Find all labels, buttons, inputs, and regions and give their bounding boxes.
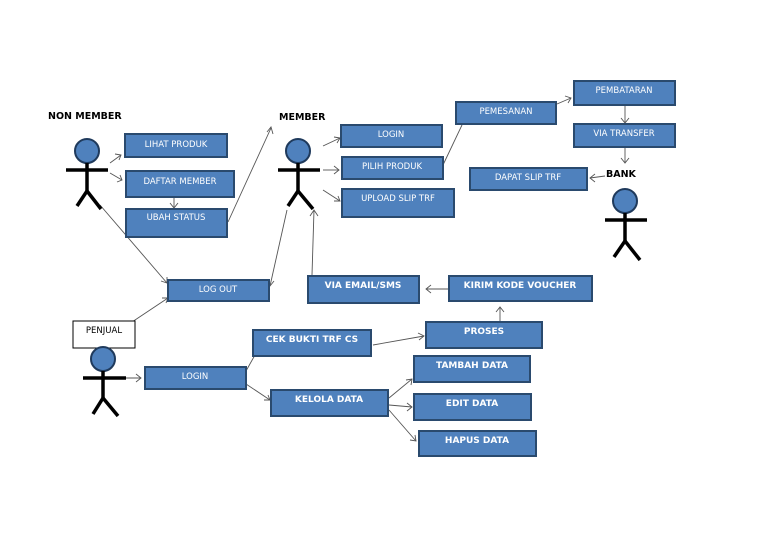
arrowhead bbox=[116, 174, 123, 183]
usecase-hapus-data-label: HAPUS DATA bbox=[445, 436, 509, 446]
connector-member-login bbox=[322, 137, 341, 147]
arrowhead bbox=[425, 284, 432, 294]
actor-label-non-member: NON MEMBER bbox=[48, 111, 122, 122]
arrowhead bbox=[135, 373, 142, 383]
arrowhead bbox=[406, 402, 413, 412]
actor-label-member: MEMBER bbox=[279, 112, 326, 123]
arrowhead bbox=[309, 209, 319, 217]
usecase-via-email-label: VIA EMAIL/SMS bbox=[325, 281, 402, 291]
usecase-tambah-data-label: TAMBAH DATA bbox=[436, 361, 508, 371]
arrowhead bbox=[417, 332, 425, 341]
actor-label-bank: BANK bbox=[606, 169, 637, 180]
connector-ubah-member bbox=[227, 127, 272, 223]
usecase-pilih-produk[interactable]: PILIH PRODUK bbox=[341, 156, 444, 180]
usecase-edit-data[interactable]: EDIT DATA bbox=[413, 393, 532, 421]
usecase-kelola-data[interactable]: KELOLA DATA bbox=[270, 389, 389, 417]
usecase-cek-bukti-trf[interactable]: CEK BUKTI TRF CS bbox=[252, 329, 372, 357]
connector-nonmember-logout bbox=[99, 204, 168, 284]
usecase-log-out[interactable]: LOG OUT bbox=[167, 279, 270, 302]
connector-kelola-hapus bbox=[388, 409, 417, 442]
usecase-daftar-member-label: DAFTAR MEMBER bbox=[143, 177, 216, 187]
connector-login-kelola bbox=[245, 383, 271, 401]
arrowhead bbox=[114, 153, 122, 161]
arrowhead bbox=[333, 165, 340, 175]
connector-nonmember-lihat-produk bbox=[109, 154, 122, 164]
usecase-upload-slip-label: UPLOAD SLIP TRF bbox=[361, 194, 435, 204]
usecase-ubah-status-label: UBAH STATUS bbox=[147, 213, 206, 223]
connector-email-member bbox=[311, 209, 315, 276]
usecase-member-login[interactable]: LOGIN bbox=[340, 124, 443, 148]
usecase-kelola-data-label: KELOLA DATA bbox=[295, 395, 363, 405]
usecase-dapat-slip[interactable]: DAPAT SLIP TRF bbox=[469, 167, 588, 191]
usecase-ubah-status[interactable]: UBAH STATUS bbox=[125, 208, 228, 238]
connector-member-logout bbox=[269, 209, 288, 287]
usecase-member-login-label: LOGIN bbox=[378, 130, 405, 140]
usecase-via-transfer[interactable]: VIA TRANSFER bbox=[573, 123, 676, 148]
connector-pilih-pemesanan bbox=[442, 124, 463, 166]
usecase-penjual-login[interactable]: LOGIN bbox=[144, 366, 247, 390]
connector-member-upload bbox=[322, 189, 341, 202]
usecase-penjual-login-label: LOGIN bbox=[182, 372, 209, 382]
usecase-tambah-data[interactable]: TAMBAH DATA bbox=[413, 355, 531, 383]
non-member-actor-icon bbox=[66, 138, 108, 211]
usecase-pemesanan-label: PEMESANAN bbox=[479, 107, 532, 117]
usecase-pemesanan[interactable]: PEMESANAN bbox=[455, 101, 557, 125]
connector-kelola-edit bbox=[388, 404, 413, 408]
member-actor-icon bbox=[278, 138, 320, 211]
penjual-actor-icon bbox=[83, 346, 126, 418]
usecase-kirim-kode-voucher-label: KIRIM KODE VOUCHER bbox=[464, 281, 577, 291]
usecase-hapus-data[interactable]: HAPUS DATA bbox=[418, 430, 537, 457]
connector-pemesanan-pembataran bbox=[556, 97, 572, 105]
arrowhead bbox=[334, 195, 341, 202]
connector-cek-proses bbox=[372, 335, 425, 346]
arrowhead bbox=[405, 378, 413, 386]
usecase-kirim-kode-voucher[interactable]: KIRIM KODE VOUCHER bbox=[448, 275, 593, 302]
bank-actor-icon bbox=[605, 188, 647, 262]
connector-penjual-logout bbox=[131, 297, 169, 323]
connector-kelola-tambah bbox=[388, 378, 413, 399]
usecase-dapat-slip-label: DAPAT SLIP TRF bbox=[495, 173, 561, 183]
connector-bank-dapatslip bbox=[589, 175, 606, 179]
usecase-upload-slip[interactable]: UPLOAD SLIP TRF bbox=[341, 188, 455, 218]
arrowhead bbox=[266, 126, 274, 135]
arrowhead bbox=[409, 434, 417, 442]
connector-nonmember-daftar-member bbox=[109, 172, 123, 181]
actor-label-penjual: PENJUAL bbox=[86, 326, 122, 336]
arrowhead bbox=[564, 95, 572, 104]
usecase-daftar-member[interactable]: DAFTAR MEMBER bbox=[125, 170, 235, 198]
usecase-via-transfer-label: VIA TRANSFER bbox=[593, 129, 654, 139]
usecase-via-email[interactable]: VIA EMAIL/SMS bbox=[307, 275, 420, 304]
usecase-proses-label: PROSES bbox=[464, 327, 504, 337]
usecase-proses[interactable]: PROSES bbox=[425, 321, 543, 349]
actor-label-penjual-box: PENJUAL bbox=[72, 320, 136, 349]
arrowhead bbox=[495, 306, 505, 313]
usecase-pembataran[interactable]: PEMBATARAN bbox=[573, 80, 676, 106]
usecase-log-out-label: LOG OUT bbox=[199, 285, 238, 295]
arrowhead bbox=[589, 173, 596, 183]
connector-login-cek bbox=[245, 354, 256, 372]
usecase-lihat-produk[interactable]: LIHAT PRODUK bbox=[124, 133, 228, 158]
usecase-edit-data-label: EDIT DATA bbox=[446, 399, 498, 409]
usecase-pilih-produk-label: PILIH PRODUK bbox=[362, 162, 422, 172]
usecase-pembataran-label: PEMBATARAN bbox=[596, 86, 653, 96]
usecase-lihat-produk-label: LIHAT PRODUK bbox=[145, 140, 208, 150]
arrowhead bbox=[620, 157, 630, 164]
usecase-cek-bukti-trf-label: CEK BUKTI TRF CS bbox=[266, 335, 358, 345]
